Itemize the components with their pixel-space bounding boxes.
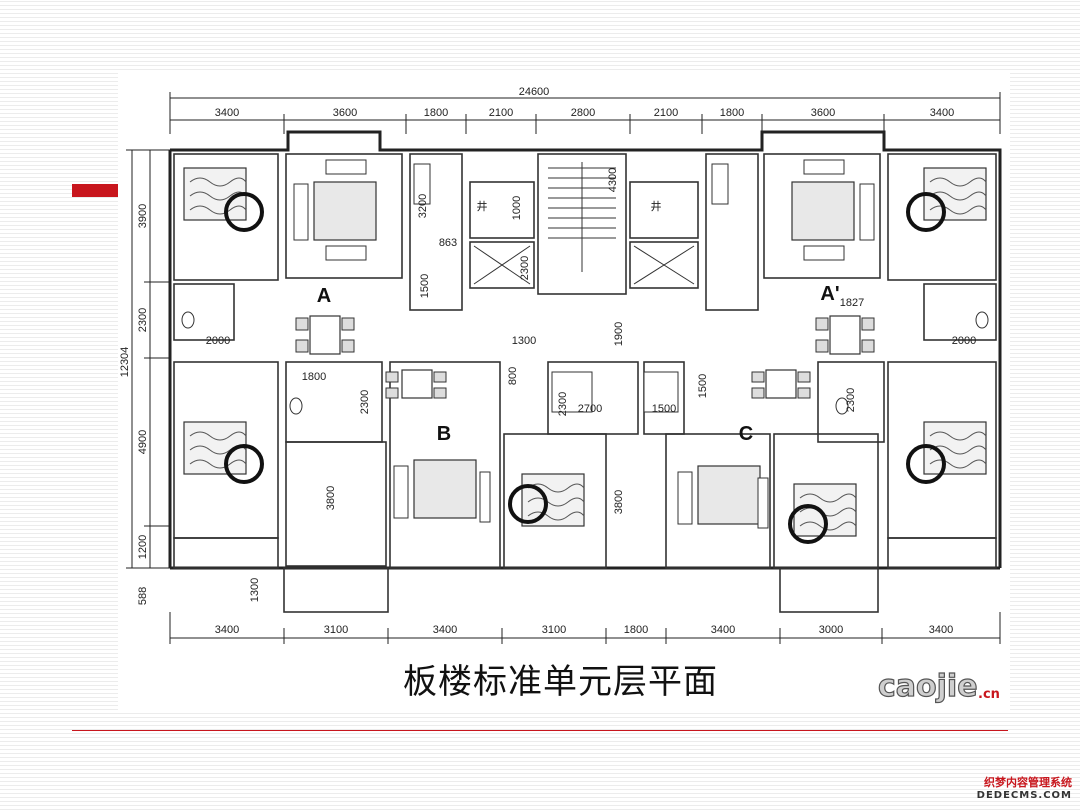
inner-dim-1500-core: 1500 [652,403,676,415]
inner-dim-2000-a: 2000 [206,335,230,347]
plan-title: 板楼标准单元层平面 [403,662,718,702]
overall-depth-dim: 12304 [119,347,131,378]
bottom-dim-4: 3100 [542,624,566,636]
inner-dim-2300-core: 2300 [519,256,531,280]
inner-dim-1800: 1800 [302,371,326,383]
logo-suffix: .cn [978,687,1000,702]
left-extra-dim: 588 [137,587,149,605]
inner-dim-863: 863 [439,237,457,249]
inner-dim-800: 800 [507,367,519,385]
inner-dim-1300-balcony: 1300 [249,578,261,602]
top-dim-2: 3600 [333,107,357,119]
red-marker [72,184,118,197]
unit-label-a: A [317,285,331,307]
bottom-dim-5: 1800 [624,624,648,636]
floor-plan-drawing: 24600 3400 3600 1800 2100 2800 2100 1800… [119,86,1002,644]
shaft-label-left: 井 [477,199,488,213]
bottom-dim-2: 3100 [324,624,348,636]
bottom-red-rule [72,730,1008,731]
top-dim-4: 2100 [489,107,513,119]
floor-plan-panel: 24600 3400 3600 1800 2100 2800 2100 1800… [118,72,1010,712]
unit-label-a-prime: A' [820,283,839,305]
bottom-dim-6: 3400 [711,624,735,636]
inner-dim-2700: 2700 [578,403,602,415]
bottom-dim-7: 3000 [819,624,843,636]
watermark: 织梦内容管理系统 DEDECMS.COM [960,776,1072,802]
inner-dim-2300-b: 2300 [359,390,371,414]
inner-dim-1500-c: 1500 [697,374,709,398]
inner-dim-4300: 4300 [607,168,619,192]
top-dim-9: 3400 [930,107,954,119]
top-dim-3: 1800 [424,107,448,119]
unit-label-b: B [437,423,451,445]
inner-dim-1300: 1300 [512,335,536,347]
bottom-dim-1: 3400 [215,624,239,636]
left-dim-1: 3900 [137,204,149,228]
shaft-label-right: 井 [651,199,662,213]
top-dim-1: 3400 [215,107,239,119]
inner-dim-1000: 1000 [511,196,523,220]
left-dim-3: 4900 [137,430,149,454]
bottom-dim-8: 3400 [929,624,953,636]
watermark-en: DEDECMS.COM [976,790,1072,801]
bottom-dim-3: 3400 [433,624,457,636]
logo-text: caojie [878,669,978,704]
unit-label-c: C [739,423,753,445]
inner-dim-2000-a-prime: 2000 [952,335,976,347]
top-dim-5: 2800 [571,107,595,119]
caojie-logo: caojie .cn [877,668,1000,704]
left-dim-4: 1200 [137,535,149,559]
inner-dim-2300-kitchen: 2300 [557,392,569,416]
top-dim-8: 3600 [811,107,835,119]
inner-dim-1827: 1827 [840,297,864,309]
inner-dim-1900: 1900 [613,322,625,346]
inner-dim-3800-c: 3800 [613,490,625,514]
overall-width-dim: 24600 [519,86,550,98]
inner-dim-2300-c: 2300 [845,388,857,412]
top-dim-6: 2100 [654,107,678,119]
inner-dim-3800-b: 3800 [325,486,337,510]
watermark-cn: 织梦内容管理系统 [984,776,1072,789]
inner-dim-1500-a: 1500 [419,274,431,298]
left-dim-2: 2300 [137,308,149,332]
inner-dim-3200: 3200 [417,194,429,218]
top-dim-7: 1800 [720,107,744,119]
